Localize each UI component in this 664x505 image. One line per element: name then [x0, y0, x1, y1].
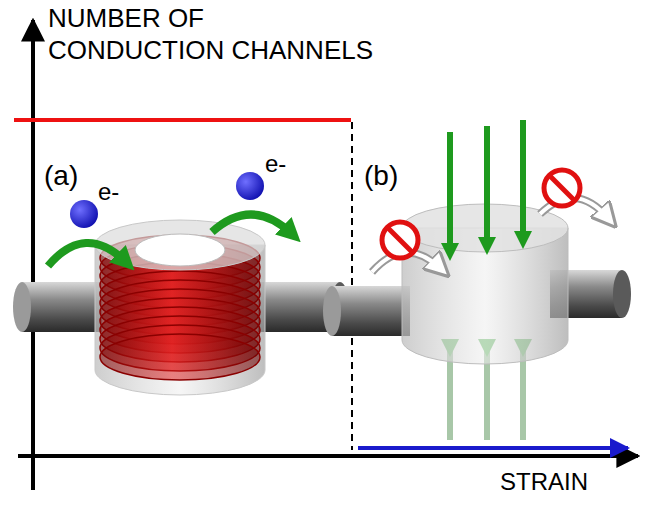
ring-hole — [135, 234, 225, 266]
electron — [70, 200, 98, 228]
prohibited-sign — [544, 170, 580, 206]
zero-channel-line — [358, 446, 628, 450]
cylinder-top — [95, 220, 265, 270]
molecule-a — [13, 172, 349, 395]
wire-end — [323, 286, 341, 336]
prohibited-sign — [549, 175, 575, 201]
x-axis — [18, 454, 638, 458]
conduction-ring — [100, 334, 260, 380]
wire — [22, 282, 102, 332]
prohibited-sign — [382, 222, 418, 258]
axis-title: NUMBER OF CONDUCTION CHANNELS — [48, 2, 380, 66]
high-channel-line — [14, 118, 351, 122]
strain-arrow — [484, 126, 490, 246]
panel-label: (a) — [44, 160, 78, 192]
wire-end — [13, 282, 31, 332]
electron-hop-arrow — [212, 214, 292, 234]
prohibited-sign — [387, 227, 413, 253]
electron-label: e- — [265, 150, 286, 178]
strain-arrow — [520, 120, 526, 240]
electron-label: e- — [98, 178, 119, 206]
molecule-b — [323, 120, 631, 440]
strain-arrow — [447, 132, 453, 252]
wire — [332, 286, 410, 336]
wire-end — [613, 270, 631, 318]
panel-label: (b) — [364, 160, 398, 192]
y-axis — [31, 20, 35, 490]
axis-title: STRAIN — [500, 468, 588, 496]
electron — [236, 172, 264, 200]
electron-hop-arrow — [48, 243, 126, 266]
